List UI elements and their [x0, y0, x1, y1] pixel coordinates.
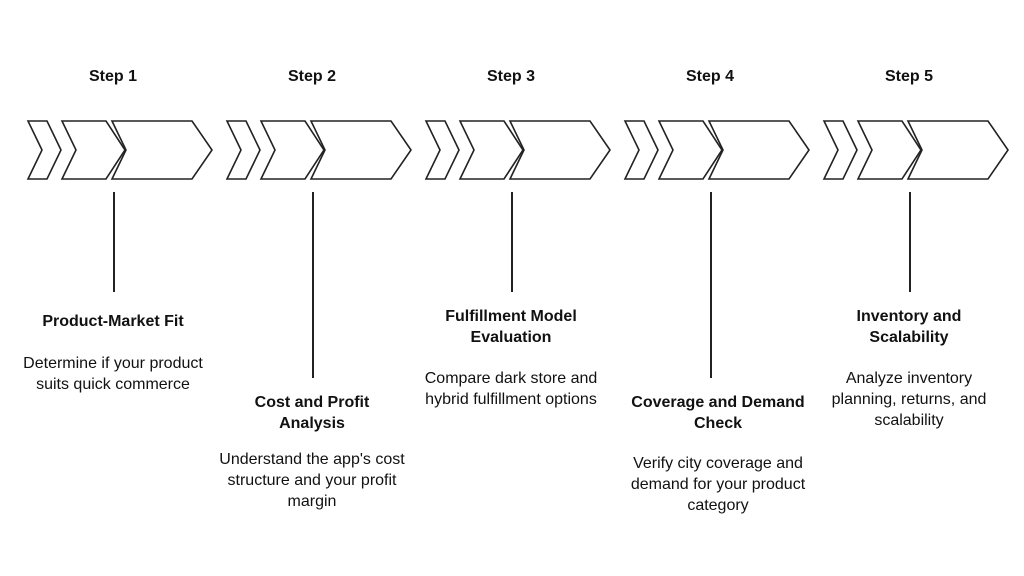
- connector-line: [511, 192, 513, 292]
- step-label: Step 5: [884, 68, 933, 85]
- step-title: Cost and Profit Analysis: [254, 394, 370, 432]
- chevron-arrows-icon: [623, 120, 810, 180]
- connector-line: [710, 192, 712, 378]
- connector-line: [909, 192, 911, 292]
- step-label: Step 1: [88, 68, 137, 85]
- step-title: Product-Market Fit: [42, 313, 184, 330]
- step-title: Fulfillment Model Evaluation: [445, 308, 577, 346]
- step-description: Verify city coverage and demand for your…: [630, 455, 806, 514]
- chevron-arrows-icon: [225, 120, 412, 180]
- step-description: Determine if your product suits quick co…: [23, 355, 203, 393]
- chevron-arrows-icon: [26, 120, 213, 180]
- step-label: Step 2: [287, 68, 336, 85]
- step-description: Analyze inventory planning, returns, and…: [831, 370, 987, 429]
- step-title: Coverage and Demand Check: [631, 394, 805, 432]
- step-label: Step 4: [685, 68, 734, 85]
- step-title: Inventory and Scalability: [856, 308, 962, 346]
- step-description: Understand the app's cost structure and …: [219, 451, 405, 510]
- step-description: Compare dark store and hybrid fulfillmen…: [424, 370, 598, 408]
- connector-line: [312, 192, 314, 378]
- chevron-arrows-icon: [822, 120, 1009, 180]
- chevron-arrows-icon: [424, 120, 611, 180]
- connector-line: [113, 192, 115, 292]
- step-label: Step 3: [486, 68, 535, 85]
